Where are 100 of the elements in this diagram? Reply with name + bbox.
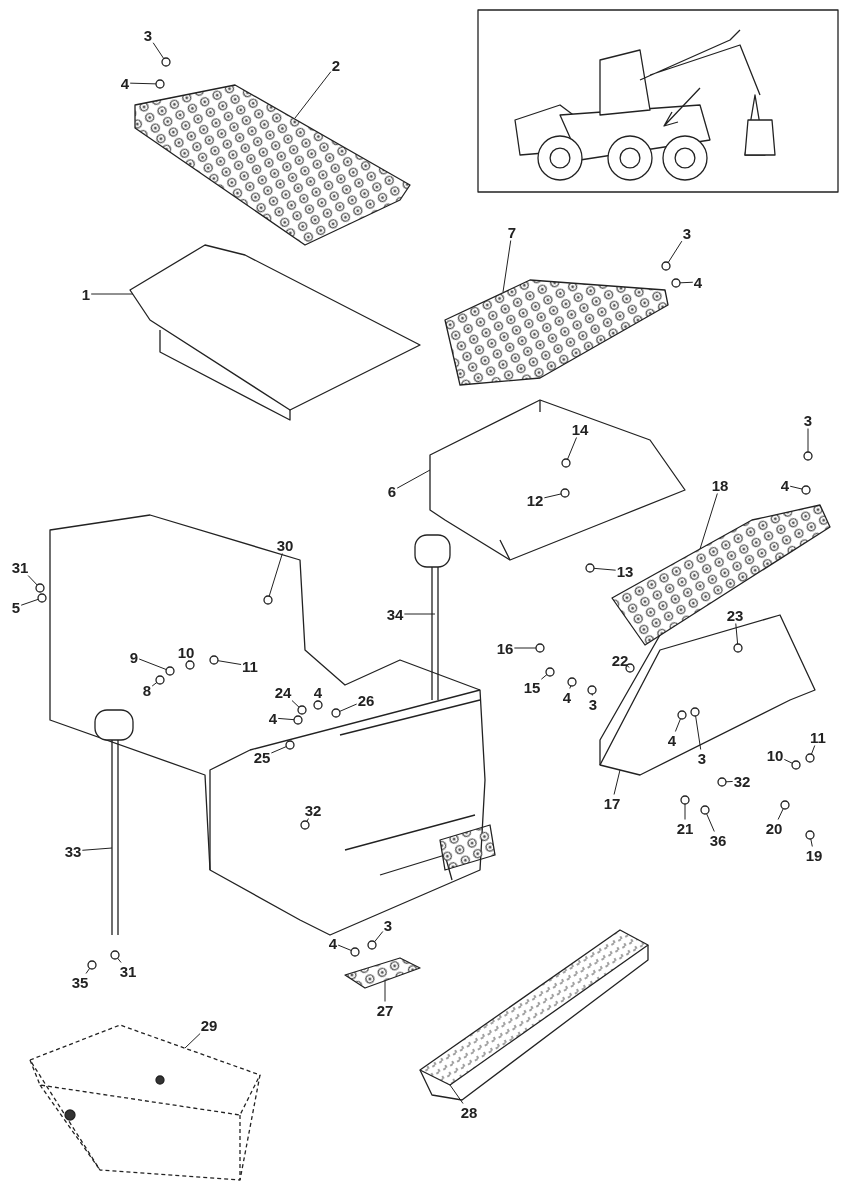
leader-line: [569, 685, 572, 689]
callout-number: 3: [587, 695, 599, 713]
fastener-icon: [801, 485, 811, 495]
callout-number: 3: [802, 411, 814, 429]
leader-line: [384, 980, 386, 1002]
leader-line: [152, 42, 165, 60]
leader-line: [706, 813, 715, 832]
perforated-plate-drawing: [134, 84, 411, 246]
fastener-icon: [331, 708, 341, 718]
fastener-icon: [677, 710, 687, 720]
callout-number: 22: [610, 651, 630, 669]
leader-line: [783, 758, 793, 764]
leader-line: [374, 930, 384, 943]
callout-number: 33: [63, 842, 83, 860]
callout-number: 6: [386, 482, 398, 500]
step-plate-drawing: [344, 957, 421, 989]
fastener-icon: [313, 700, 323, 710]
fastener-icon: [535, 643, 545, 653]
fastener-icon: [293, 715, 303, 725]
leader-line: [20, 598, 39, 606]
fastener-icon: [585, 563, 595, 573]
callout-number: 27: [375, 1001, 395, 1019]
leader-line: [735, 623, 739, 645]
handle-drawing: [94, 709, 134, 936]
callout-number: 29: [199, 1016, 219, 1034]
callout-number: 5: [10, 598, 22, 616]
leader-line: [27, 575, 38, 586]
leader-line: [117, 957, 122, 963]
callout-number: 4: [779, 476, 791, 494]
callout-number: 4: [561, 688, 573, 706]
fastener-icon: [680, 795, 690, 805]
callout-number: 1: [80, 285, 92, 303]
fastener-icon: [155, 79, 165, 89]
callout-number: 3: [382, 916, 394, 934]
callout-number: 34: [385, 605, 405, 623]
leader-line: [90, 293, 134, 295]
callout-number: 4: [312, 683, 324, 701]
leader-line: [725, 780, 734, 783]
leader-line: [807, 428, 809, 453]
leader-line: [540, 674, 548, 680]
fastener-icon: [567, 677, 577, 687]
callout-number: 4: [327, 934, 339, 952]
callout-number: 7: [506, 223, 518, 241]
leader-line: [810, 745, 816, 755]
leader-line: [810, 838, 813, 847]
callout-number: 3: [696, 749, 708, 767]
callout-number: 8: [141, 681, 153, 699]
leader-line: [294, 71, 332, 119]
callout-number: 4: [692, 273, 704, 291]
callout-number: 15: [522, 678, 542, 696]
leader-line: [151, 681, 158, 687]
fastener-icon: [545, 667, 555, 677]
fastener-icon: [263, 595, 273, 605]
callout-number: 3: [681, 224, 693, 242]
leader-line: [138, 658, 167, 671]
fastener-icon: [165, 666, 175, 676]
fastener-icon: [37, 593, 47, 603]
perforated-plate-drawing: [444, 279, 669, 386]
callout-number: 36: [708, 831, 728, 849]
callout-number: 2: [330, 56, 342, 74]
fastener-icon: [155, 675, 165, 685]
callout-number: 31: [10, 558, 30, 576]
main-cabinet-drawing: [49, 514, 496, 936]
fastener-icon: [733, 643, 743, 653]
leader-line: [396, 469, 431, 489]
leader-line: [513, 647, 537, 649]
leader-line: [85, 967, 91, 974]
perforated-step-drawing: [611, 504, 831, 646]
callout-number: 35: [70, 973, 90, 991]
leader-line: [270, 746, 287, 754]
callout-number: 12: [525, 491, 545, 509]
leader-line: [129, 82, 157, 85]
leader-line: [184, 1033, 201, 1049]
fastener-icon: [690, 707, 700, 717]
fastener-icon: [780, 800, 790, 810]
fastener-icon: [350, 947, 360, 957]
bracket-plate-drawing: [429, 399, 686, 561]
floor-plate-drawing: [129, 244, 421, 421]
callout-number: 32: [732, 772, 752, 790]
callout-number: 20: [764, 819, 784, 837]
fastener-icon: [87, 960, 97, 970]
leader-line: [217, 660, 242, 665]
fastener-icon: [285, 740, 295, 750]
leader-line: [543, 493, 562, 499]
callout-number: 16: [495, 639, 515, 657]
leader-line: [81, 847, 113, 851]
leader-line: [449, 1084, 464, 1104]
leader-line: [339, 703, 358, 712]
callout-number: 9: [128, 648, 140, 666]
callout-number: 26: [356, 691, 376, 709]
fastener-icon: [805, 753, 815, 763]
leader-line: [593, 567, 617, 571]
leader-line: [626, 665, 630, 668]
fastener-icon: [110, 950, 120, 960]
leader-line: [674, 718, 681, 732]
leader-line: [667, 240, 683, 264]
fastener-icon: [700, 805, 710, 815]
handle-drawing: [414, 534, 451, 701]
fastener-icon: [661, 261, 671, 271]
leader-line: [679, 281, 694, 284]
